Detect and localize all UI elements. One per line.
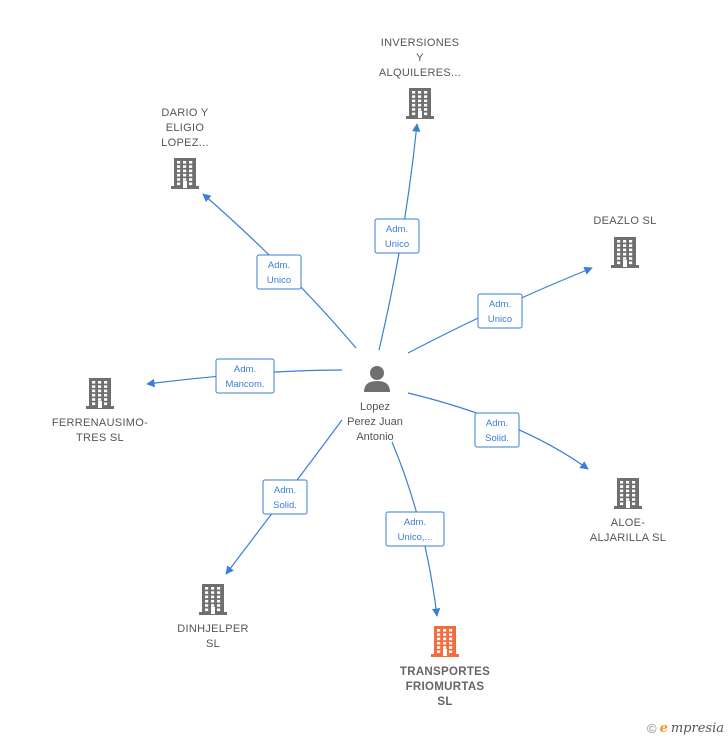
relation-label: Solid. [485, 433, 509, 444]
relation-label: Mancom. [225, 379, 264, 390]
company-node-ferrenausimo[interactable]: FERRENAUSIMO- TRES SL [52, 378, 148, 444]
relation-badge[interactable]: Adm. Solid. [474, 412, 520, 448]
company-node-inversiones[interactable]: INVERSIONES Y ALQUILERES... [379, 37, 461, 119]
relation-label: Adm. [268, 260, 290, 271]
company-label: SL [206, 638, 220, 650]
company-label: DINHJELPER [177, 623, 248, 635]
building-icon [86, 378, 114, 409]
company-node-transportes[interactable]: TRANSPORTES FRIOMURTAS SL [400, 626, 490, 708]
relation-label: Solid. [273, 500, 297, 511]
company-label: DARIO Y [161, 107, 208, 119]
edge-inversiones: Adm. Unico [374, 123, 421, 351]
building-icon [611, 237, 639, 268]
copyright-symbol: © [646, 721, 657, 736]
company-label: DEAZLO SL [593, 215, 656, 227]
relation-badge[interactable]: Adm. Solid. [262, 479, 308, 515]
relation-badge[interactable]: Adm. Unico [374, 218, 420, 254]
edge-dario: Adm. Unico [202, 193, 357, 349]
relation-label: Adm. [489, 299, 511, 310]
relation-label: Unico [488, 314, 512, 325]
relation-label: Unico [385, 239, 409, 250]
company-label: TRES SL [76, 432, 124, 444]
relation-badge[interactable]: Adm. Unico [477, 293, 523, 329]
person-icon [364, 366, 390, 392]
empresia-logo-text: mpresia [670, 721, 724, 736]
edge-aloe: Adm. Solid. [407, 392, 589, 470]
company-label: ELIGIO [166, 122, 205, 134]
company-label: SL [437, 696, 452, 708]
person-name: Perez Juan [347, 416, 403, 428]
company-label: INVERSIONES [381, 37, 460, 49]
company-label: Y [416, 52, 424, 64]
edge-ferrenausimo: Adm. Mancom. [146, 358, 343, 394]
relation-label: Adm. [386, 224, 408, 235]
edge-dinhjelper: Adm. Solid. [225, 419, 343, 575]
building-icon [406, 88, 434, 119]
relation-label: Unico [267, 275, 291, 286]
relation-label: Adm. [486, 418, 508, 429]
company-label: ALQUILERES... [379, 67, 461, 79]
company-label: ALOE- [611, 517, 646, 529]
relation-label: Adm. [234, 364, 256, 375]
company-label: FRIOMURTAS [406, 681, 485, 693]
building-icon [199, 584, 227, 615]
building-icon [171, 158, 199, 189]
relation-label: Adm. [404, 517, 426, 528]
person-name: Lopez [360, 401, 390, 413]
company-label: LOPEZ... [161, 137, 209, 149]
company-label: FERRENAUSIMO- [52, 417, 148, 429]
empresia-logo-initial: e [659, 721, 668, 736]
edge-deazlo: Adm. Unico [407, 266, 593, 354]
relation-badge[interactable]: Adm. Mancom. [215, 358, 275, 394]
company-node-aloe[interactable]: ALOE- ALJARILLA SL [590, 478, 666, 544]
relation-label: Unico,... [398, 532, 433, 543]
person-name: Antonio [356, 431, 393, 443]
company-node-dinhjelper[interactable]: DINHJELPER SL [177, 584, 248, 650]
company-node-dario[interactable]: DARIO Y ELIGIO LOPEZ... [161, 107, 209, 189]
relation-badge[interactable]: Adm. Unico,... [385, 511, 445, 547]
building-icon [614, 478, 642, 509]
company-label: ALJARILLA SL [590, 532, 666, 544]
building-icon [431, 626, 459, 657]
relation-label: Adm. [274, 485, 296, 496]
edge-transportes: Adm. Unico,... [385, 441, 445, 617]
company-label: TRANSPORTES [400, 666, 490, 678]
company-node-deazlo[interactable]: DEAZLO SL [593, 215, 656, 268]
relation-badge[interactable]: Adm. Unico [256, 254, 302, 290]
